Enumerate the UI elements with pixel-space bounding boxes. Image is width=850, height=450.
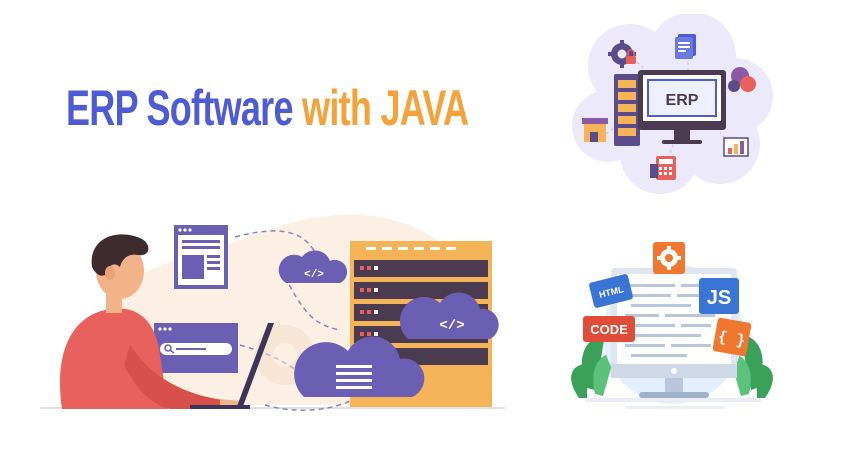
code-cloud-large [399, 292, 499, 339]
code-tag-large: </> [439, 318, 464, 334]
gear-tile-icon [653, 242, 685, 274]
webpage-window-icon [174, 225, 228, 289]
js-tag [699, 278, 739, 314]
team-icon [728, 67, 756, 92]
search-icon [164, 344, 175, 354]
code-tag [583, 316, 635, 342]
code-cloud-small [278, 250, 348, 283]
developer-person [60, 234, 240, 409]
braces-tile [712, 317, 752, 357]
erp-screen-label: ERP [666, 92, 699, 109]
braces-label: { } [717, 329, 747, 350]
search-text-line [176, 348, 206, 350]
title-with-java: with JAVA [302, 80, 469, 136]
html-tag [589, 274, 633, 308]
document-icon [675, 34, 696, 59]
code-tag-small: </> [304, 269, 324, 281]
page-title: ERP Software with JAVA [66, 78, 469, 138]
store-icon [582, 118, 608, 142]
title-erp-software: ERP Software [66, 80, 293, 136]
erp-server-icon [614, 74, 640, 146]
laptop-icon [190, 323, 274, 409]
document-cloud [294, 336, 425, 397]
developer-illustration: </> </ [40, 214, 505, 411]
erp-illustration: ERP [572, 14, 773, 194]
js-label: JS [707, 287, 731, 309]
calculator-icon [650, 156, 676, 180]
code-label: CODE [590, 322, 628, 337]
gear-lock-icon [608, 40, 636, 68]
bar-chart-icon [723, 137, 749, 157]
code-illustration: HTML JS CODE { } [571, 242, 773, 409]
erp-monitor [638, 70, 726, 144]
